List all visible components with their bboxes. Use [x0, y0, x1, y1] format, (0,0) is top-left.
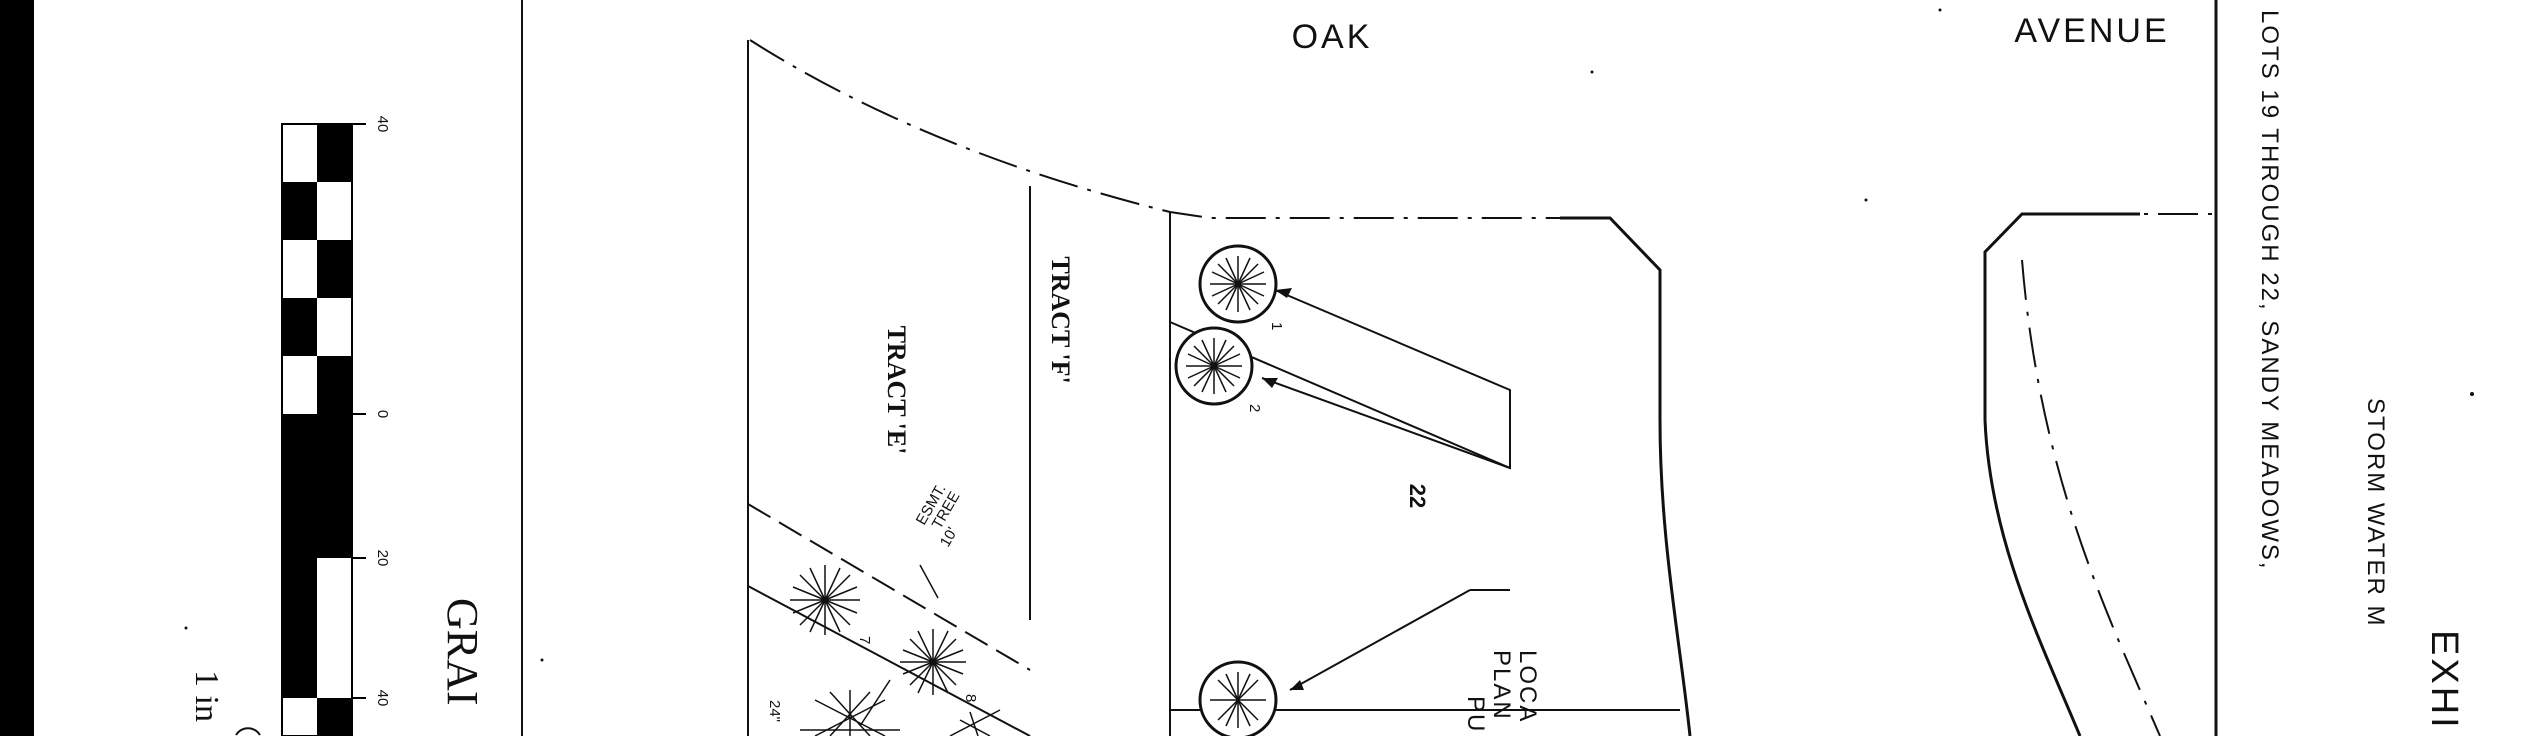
road-name-avenue: AVENUE — [2014, 12, 2169, 50]
tree-number-8: 8 — [962, 694, 979, 702]
curb-return-left — [1560, 216, 1692, 736]
tree-easement-line — [747, 503, 1031, 671]
scan-speck — [1938, 8, 1942, 12]
graphic-scale-bar — [281, 123, 366, 736]
leader-tree-2 — [1261, 377, 1511, 469]
tree-symbol-1 — [1198, 244, 1278, 324]
scale-tick-40-bottom: 40 — [374, 690, 391, 707]
scan-speck — [1864, 198, 1868, 202]
tree-number-2: 2 — [1246, 404, 1263, 412]
road-name-oak: OAK — [1292, 18, 1373, 56]
location-note-line2: PLAN — [1488, 650, 1515, 721]
location-note-line1: LOCA — [1514, 650, 1541, 723]
graphic-scale-title: GRAI — [438, 598, 487, 706]
graphic-scale-unit: 1 in — [188, 670, 225, 722]
scan-speck — [540, 658, 544, 662]
exhibit-title: EXHI — [2423, 630, 2465, 731]
tree-symbol-partial — [949, 709, 1001, 736]
arrowhead-tree-1 — [1275, 288, 1292, 298]
lot-number-22: 22 — [1405, 484, 1430, 508]
arrowhead-location — [1290, 680, 1304, 690]
tree-symbol-2 — [1174, 326, 1254, 406]
tree-diameter-note: 24" — [766, 700, 783, 722]
tree-symbol-3 — [1198, 660, 1278, 736]
scan-border — [0, 0, 34, 736]
exhibit-lots-line: LOTS 19 THROUGH 22, SANDY MEADOWS, — [2256, 10, 2283, 571]
scan-speck — [184, 626, 188, 630]
tree-number-1: 1 — [1268, 322, 1285, 330]
leader-location — [1289, 589, 1471, 691]
scale-paren — [235, 727, 261, 736]
scan-speck — [1590, 70, 1594, 74]
right-of-way-curve-right — [2021, 259, 2161, 736]
tract-f-label: TRACT 'F' — [1046, 256, 1075, 383]
tree-symbol-7 — [790, 565, 860, 635]
scale-tick-20: 20 — [374, 550, 391, 567]
exhibit-subtitle: STORM WATER M — [2362, 398, 2389, 628]
tree-symbol-24in — [800, 690, 900, 736]
tree-symbol-8 — [900, 629, 966, 695]
easement-dim-line — [919, 564, 939, 599]
scan-speck — [2470, 392, 2474, 396]
curb-return-right — [1983, 212, 2140, 736]
scale-tick-0: 0 — [374, 410, 391, 418]
leader-lot-22 — [1169, 289, 1511, 470]
tree-number-7: 7 — [856, 636, 873, 644]
tract-e-diagonal — [747, 585, 1031, 736]
location-note-line3: PU — [1462, 696, 1489, 733]
tract-e-label: TRACT 'E' — [882, 326, 911, 455]
tree-callout-line — [859, 679, 891, 727]
road-centerline — [749, 39, 1600, 219]
scale-tick-40-top: 40 — [374, 116, 391, 133]
